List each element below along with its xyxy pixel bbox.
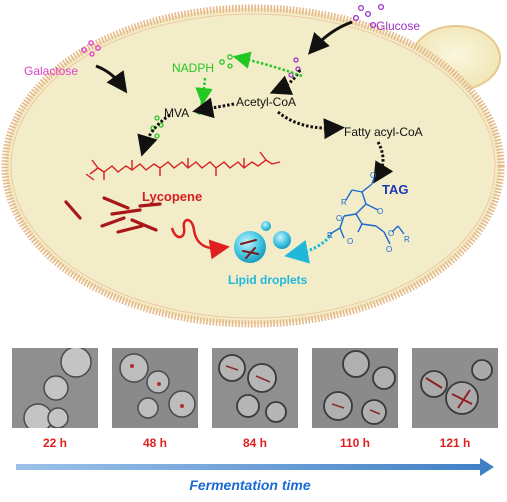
timeline-label: Fermentation time — [189, 477, 311, 493]
micrograph-48h — [112, 348, 198, 428]
micrograph-121h — [412, 348, 498, 428]
time-label-22h: 22 h — [42, 436, 67, 450]
mva-label: MVA — [164, 106, 189, 120]
tag-to-droplet-arrow — [284, 234, 332, 264]
nadph-arrow-from-glucose — [232, 51, 303, 78]
galactose-label: Galactose — [24, 64, 78, 78]
tag-structure — [329, 177, 405, 245]
svg-text:O: O — [336, 214, 342, 223]
micrograph-110h — [312, 348, 398, 428]
time-label-121h: 121 h — [439, 436, 471, 450]
lycopene-label: Lycopene — [142, 189, 202, 204]
yeast-cell-inner — [10, 13, 496, 319]
svg-text:O: O — [377, 207, 383, 216]
svg-text:R: R — [341, 198, 347, 207]
svg-text:R: R — [404, 235, 410, 244]
acetyl-coa-label: Acetyl-CoA — [236, 95, 296, 109]
acetylcoa-to-mva-arrow — [192, 97, 235, 119]
time-label-84h: 84 h — [242, 436, 267, 450]
acetylcoa-to-fattyacyl-arrow — [277, 110, 345, 140]
galactose-dots — [81, 40, 101, 57]
nadph-to-mva-arrow — [195, 77, 213, 106]
lycopene-structure — [85, 151, 281, 181]
timeline-arrow — [16, 458, 494, 476]
nadph-label: NADPH — [172, 61, 214, 75]
glucose-label: Glucose — [376, 19, 420, 33]
micrograph-84h — [212, 348, 298, 428]
tag-label: TAG — [382, 182, 408, 197]
time-label-48h: 48 h — [142, 436, 167, 450]
tag-atom-labels: O O O O O O R R R — [327, 171, 410, 254]
galactose-arrow — [95, 64, 128, 94]
fattyacyl-to-tag-arrow — [373, 141, 394, 184]
lipid-droplets-label: Lipid droplets — [228, 273, 308, 287]
lycopene-crystals — [64, 196, 162, 234]
micrograph-22h — [12, 348, 98, 428]
svg-text:O: O — [370, 171, 376, 180]
svg-text:O: O — [386, 245, 392, 254]
glucose-arrow — [308, 20, 353, 55]
svg-text:R: R — [327, 231, 333, 240]
fatty-acyl-coa-label: Fatty acyl-CoA — [344, 125, 423, 139]
lycopene-to-droplet-arrow — [170, 218, 230, 260]
time-label-110h: 110 h — [339, 436, 371, 450]
svg-text:O: O — [347, 237, 353, 246]
svg-text:O: O — [388, 229, 394, 238]
glucose-to-acetylcoa-arrow — [269, 69, 302, 95]
